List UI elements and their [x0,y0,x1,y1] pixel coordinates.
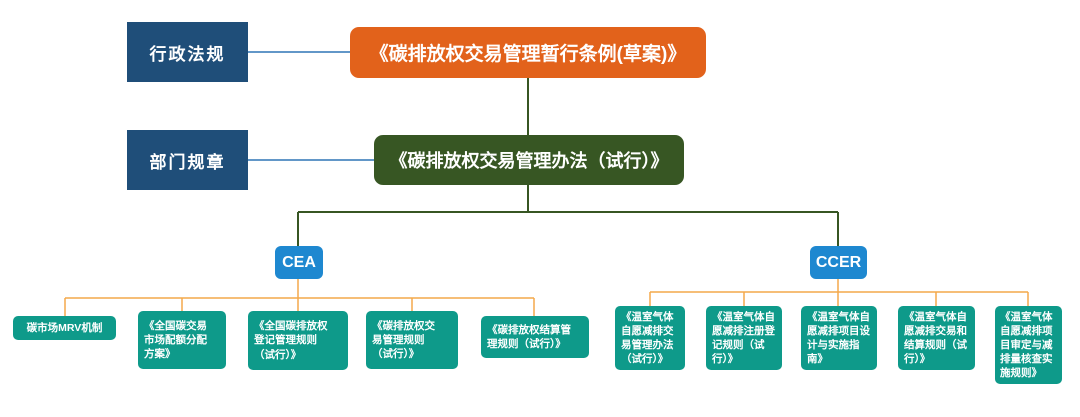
cea-item-registration: 《全国碳排放权 登记管理规则 （试行）》 [248,311,348,370]
ccer-item-settlement: 《温室气体自 愿减排交易和 结算规则（试 行）》 [898,306,975,370]
category-cea: CEA [275,246,323,279]
category-ccer: CCER [810,246,867,279]
top-regulation-box: 《碳排放权交易管理暂行条例(草案)》 [350,27,706,78]
cea-item-trading: 《碳排放权交 易管理规则 （试行）》 [366,311,458,369]
cea-item-mrv: 碳市场MRV机制 [13,316,116,340]
cea-item-allocation: 《全国碳交易 市场配额分配 方案》 [138,311,226,369]
level-label-department: 部门规章 [127,130,248,190]
ccer-item-validation: 《温室气体 自愿减排项 目审定与减 排量核查实 施规则》 [995,306,1062,384]
department-rule-box: 《碳排放权交易管理办法（试行）》 [374,135,684,185]
ccer-item-registration: 《温室气体自 愿减排注册登 记规则（试 行）》 [706,306,782,370]
ccer-item-trading-measures: 《温室气体 自愿减排交 易管理办法 （试行）》 [615,306,685,370]
ccer-item-design-guide: 《温室气体自 愿减排项目设 计与实施指 南》 [801,306,877,370]
level-label-regulation: 行政法规 [127,22,248,82]
cea-item-settlement: 《碳排放权结算管 理规则（试行）》 [481,316,589,358]
